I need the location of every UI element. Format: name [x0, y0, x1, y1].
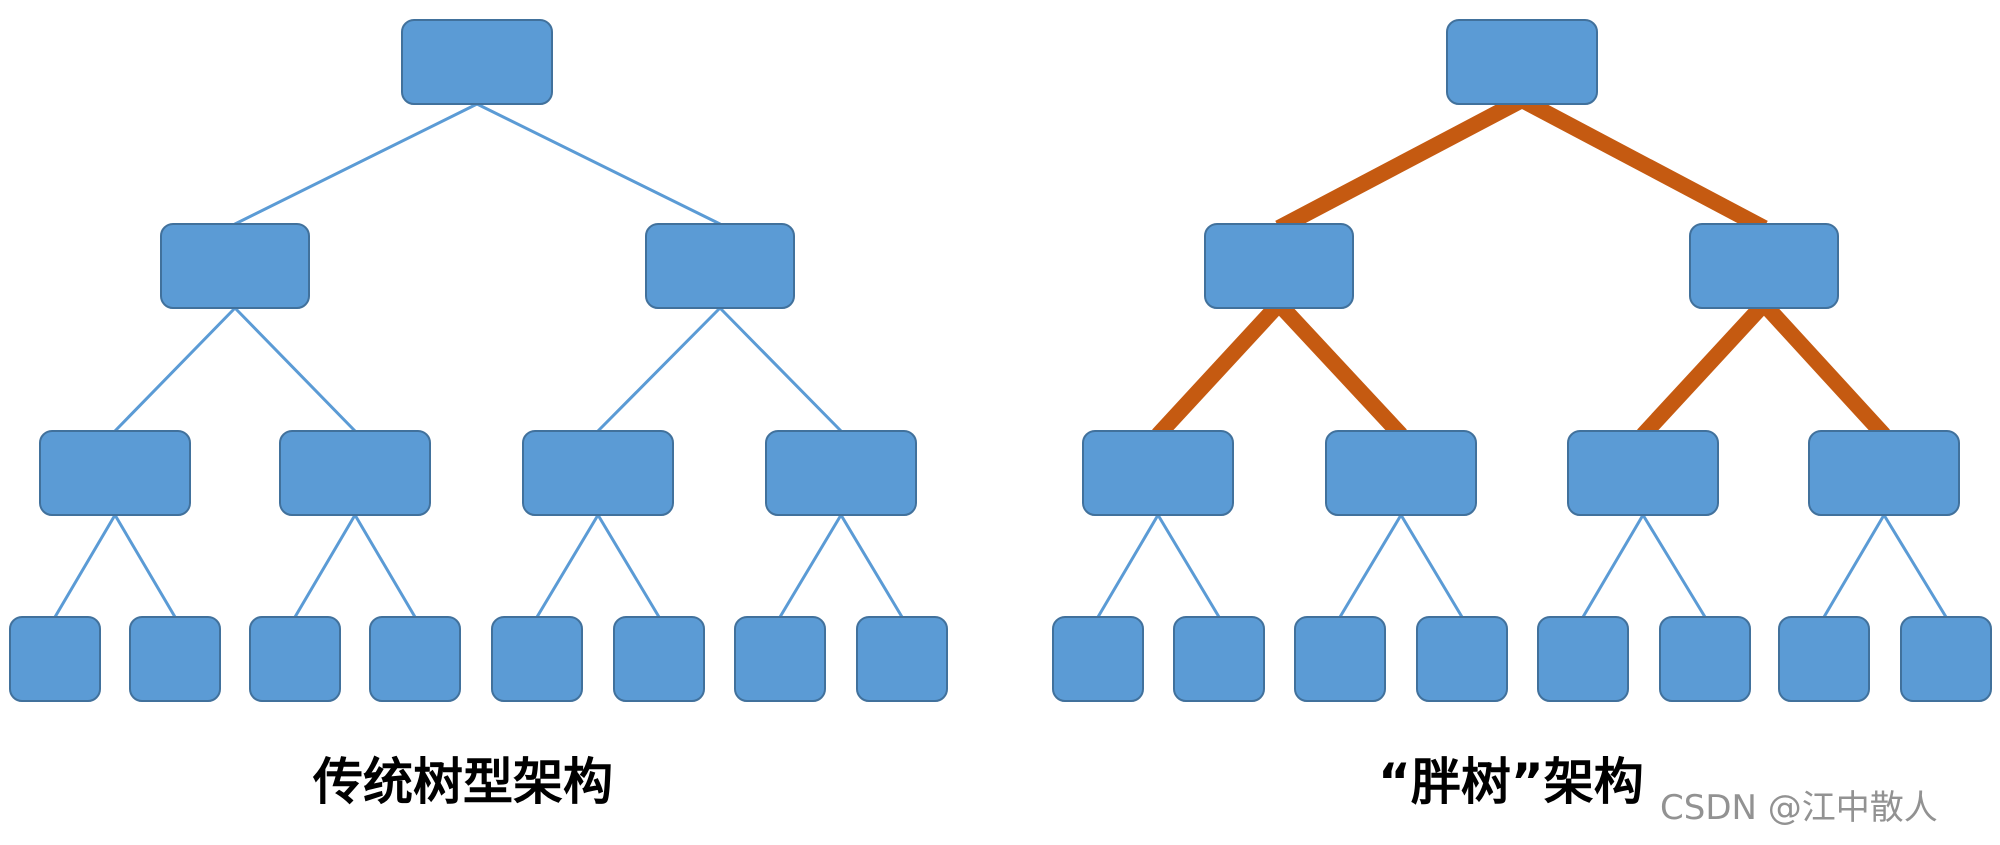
link-t0-l2-2-0	[535, 513, 600, 619]
link-t0-l2-1-0	[293, 513, 357, 619]
fat-link-t1-l1-1-1	[1758, 298, 1890, 441]
tree-node-t1-l3-3	[1416, 616, 1508, 702]
tree-node-t0-l3-7	[856, 616, 948, 702]
link-t1-l2-0-1	[1156, 513, 1221, 619]
tree-node-t1-l3-0	[1052, 616, 1144, 702]
link-t1-l2-3-1	[1882, 513, 1948, 619]
csdn-watermark: CSDN @江中散人	[1660, 788, 1938, 828]
tree-node-t1-l3-2	[1294, 616, 1386, 702]
tree-node-t0-l2-2	[522, 430, 674, 516]
tree-node-t1-l2-0	[1082, 430, 1234, 516]
tree-node-t1-l0-0	[1446, 19, 1598, 105]
tree-node-t0-l0-0	[401, 19, 553, 105]
tree-node-t0-l3-4	[491, 616, 583, 702]
fat-link-t1-l0-0-0	[1275, 92, 1526, 236]
link-t0-l2-2-1	[596, 513, 661, 619]
tree-node-t1-l1-1	[1689, 223, 1839, 309]
tree-node-t1-l3-5	[1659, 616, 1751, 702]
tree-node-t0-l2-0	[39, 430, 191, 516]
tree-node-t0-l1-1	[645, 223, 795, 309]
link-t0-l0-0-1	[475, 102, 722, 226]
link-t1-l2-0-0	[1096, 513, 1160, 619]
tree-node-t0-l3-5	[613, 616, 705, 702]
tree-node-t0-l3-2	[249, 616, 341, 702]
link-t1-l2-2-1	[1641, 513, 1707, 619]
fat-link-t1-l0-0-1	[1518, 92, 1768, 236]
tree-node-t0-l2-3	[765, 430, 917, 516]
fat-link-t1-l1-1-0	[1637, 298, 1770, 441]
traditional-tree-caption: 传统树型架构	[313, 753, 613, 811]
tree-node-t0-l2-1	[279, 430, 431, 516]
link-t1-l2-1-0	[1338, 513, 1403, 619]
nodes-layer	[9, 19, 1992, 702]
tree-node-t1-l2-2	[1567, 430, 1719, 516]
link-t1-l2-1-1	[1399, 513, 1464, 619]
tree-node-t1-l2-1	[1325, 430, 1477, 516]
tree-node-t0-l3-0	[9, 616, 101, 702]
link-t1-l2-3-0	[1822, 513, 1886, 619]
tree-node-t1-l3-4	[1537, 616, 1629, 702]
link-t0-l1-1-0	[596, 306, 722, 433]
fat-link-t1-l1-0-0	[1152, 298, 1285, 441]
fat-link-t1-l1-0-1	[1273, 298, 1407, 441]
link-t0-l2-3-0	[778, 513, 843, 619]
tree-node-t0-l3-6	[734, 616, 826, 702]
tree-node-t1-l3-1	[1173, 616, 1265, 702]
link-t1-l2-2-0	[1581, 513, 1645, 619]
link-t0-l1-0-0	[113, 306, 237, 433]
tree-node-t0-l1-0	[160, 223, 310, 309]
edges-layer	[53, 92, 1948, 619]
link-t0-l2-0-1	[113, 513, 177, 619]
tree-node-t1-l1-0	[1204, 223, 1354, 309]
tree-node-t0-l3-3	[369, 616, 461, 702]
link-t0-l2-0-0	[53, 513, 117, 619]
link-t0-l2-1-1	[353, 513, 417, 619]
link-t0-l2-3-1	[839, 513, 904, 619]
fat-tree-caption: “胖树”架构	[1378, 753, 1644, 811]
tree-node-t0-l3-1	[129, 616, 221, 702]
tree-node-t1-l3-6	[1778, 616, 1870, 702]
link-t0-l1-0-1	[233, 306, 357, 433]
link-t0-l1-1-1	[718, 306, 843, 433]
tree-node-t1-l3-7	[1900, 616, 1992, 702]
link-t0-l0-0-0	[233, 102, 479, 226]
tree-node-t1-l2-3	[1808, 430, 1960, 516]
